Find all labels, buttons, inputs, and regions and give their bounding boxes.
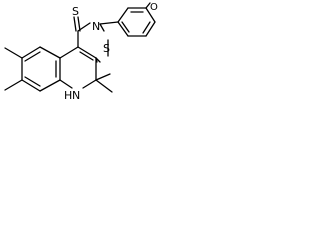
bond <box>95 79 113 93</box>
bond <box>39 79 61 92</box>
bond <box>59 79 73 89</box>
bond <box>82 79 97 89</box>
methoxy-oxygen-label: O <box>150 2 158 13</box>
ring-nitrogen-label: N <box>92 20 100 33</box>
amine-n-label: N <box>72 89 80 102</box>
bond <box>121 21 130 33</box>
bond <box>99 21 119 25</box>
bond <box>95 73 111 81</box>
molecule-diagram: S N S N H O <box>0 0 164 133</box>
bond <box>145 21 156 37</box>
bond <box>4 47 23 59</box>
bond <box>21 79 41 92</box>
amine-h-label: H <box>64 89 72 102</box>
bond <box>4 79 23 91</box>
bond <box>24 51 41 62</box>
bond <box>95 57 101 63</box>
bond <box>21 46 41 59</box>
thione-sulfur-label: S <box>72 5 79 18</box>
bond <box>24 76 41 87</box>
ring-sulfur-label: S <box>103 42 110 55</box>
bond <box>117 21 129 37</box>
structure-drawing: S N S N H O <box>4 2 158 102</box>
bond <box>117 7 129 23</box>
bond-lines <box>4 2 156 93</box>
bond <box>77 46 97 59</box>
bond <box>59 46 79 59</box>
bond <box>79 51 94 61</box>
bond <box>39 46 61 59</box>
bond <box>73 16 77 32</box>
bond <box>145 2 151 9</box>
bond <box>142 21 151 34</box>
bond <box>77 16 81 32</box>
bond <box>99 23 105 32</box>
bond <box>145 7 156 23</box>
